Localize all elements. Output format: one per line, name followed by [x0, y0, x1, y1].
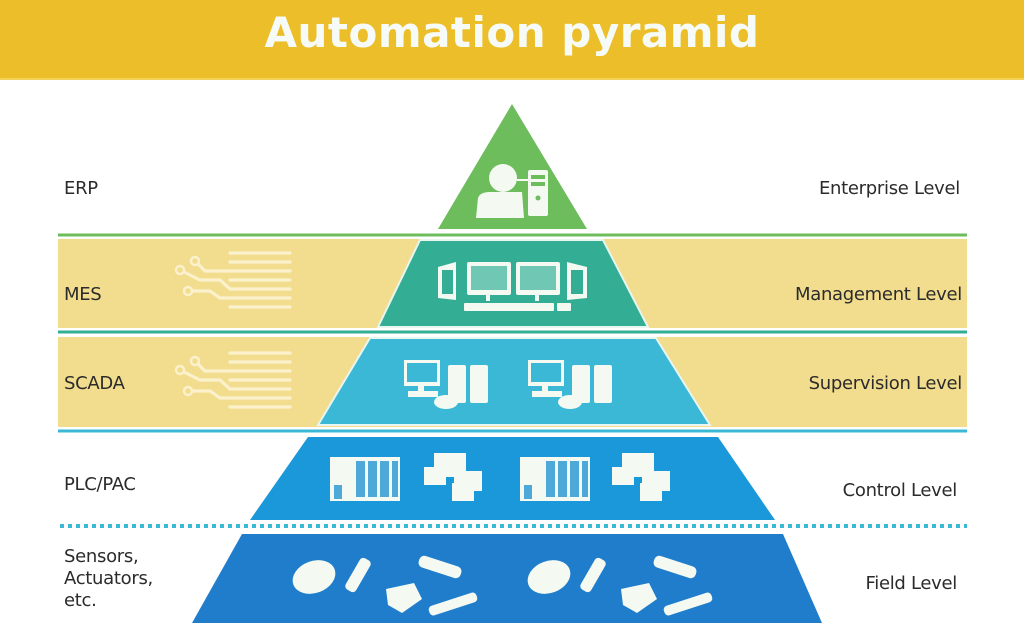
tier-supervision: [316, 337, 712, 426]
system-label-erp: ERP: [64, 178, 98, 199]
level-label-control: Control Level: [842, 480, 958, 501]
system-label-line: Sensors,: [64, 546, 139, 567]
tier-control: [250, 437, 775, 520]
tier-management: [376, 239, 650, 328]
system-label-scada: SCADA: [64, 373, 125, 394]
multi-monitor-workstation-icon: [438, 262, 587, 311]
plc-hmi-icon: [330, 453, 670, 501]
level-label-supervision: Supervision Level: [808, 373, 963, 394]
system-label-line: Actuators,: [64, 568, 153, 589]
pc-server-icon: [404, 360, 612, 409]
level-label-management: Management Level: [794, 284, 962, 305]
user-workstation-icon: [476, 164, 548, 218]
tier-field: [192, 534, 822, 623]
system-label-plc-pac: PLC/PAC: [64, 474, 136, 495]
system-label-field-devices: Sensors, Actuators, etc.: [64, 546, 153, 612]
diagram-title: Automation pyramid: [264, 8, 760, 57]
sensors-actuators-icon: [292, 555, 713, 616]
system-label-line: etc.: [64, 590, 97, 611]
level-label-enterprise: Enterprise Level: [818, 178, 960, 199]
system-label-mes: MES: [64, 284, 102, 305]
title-banner: Automation pyramid: [0, 0, 1024, 80]
level-label-field: Field Level: [865, 573, 958, 594]
tier-enterprise: [438, 104, 587, 229]
